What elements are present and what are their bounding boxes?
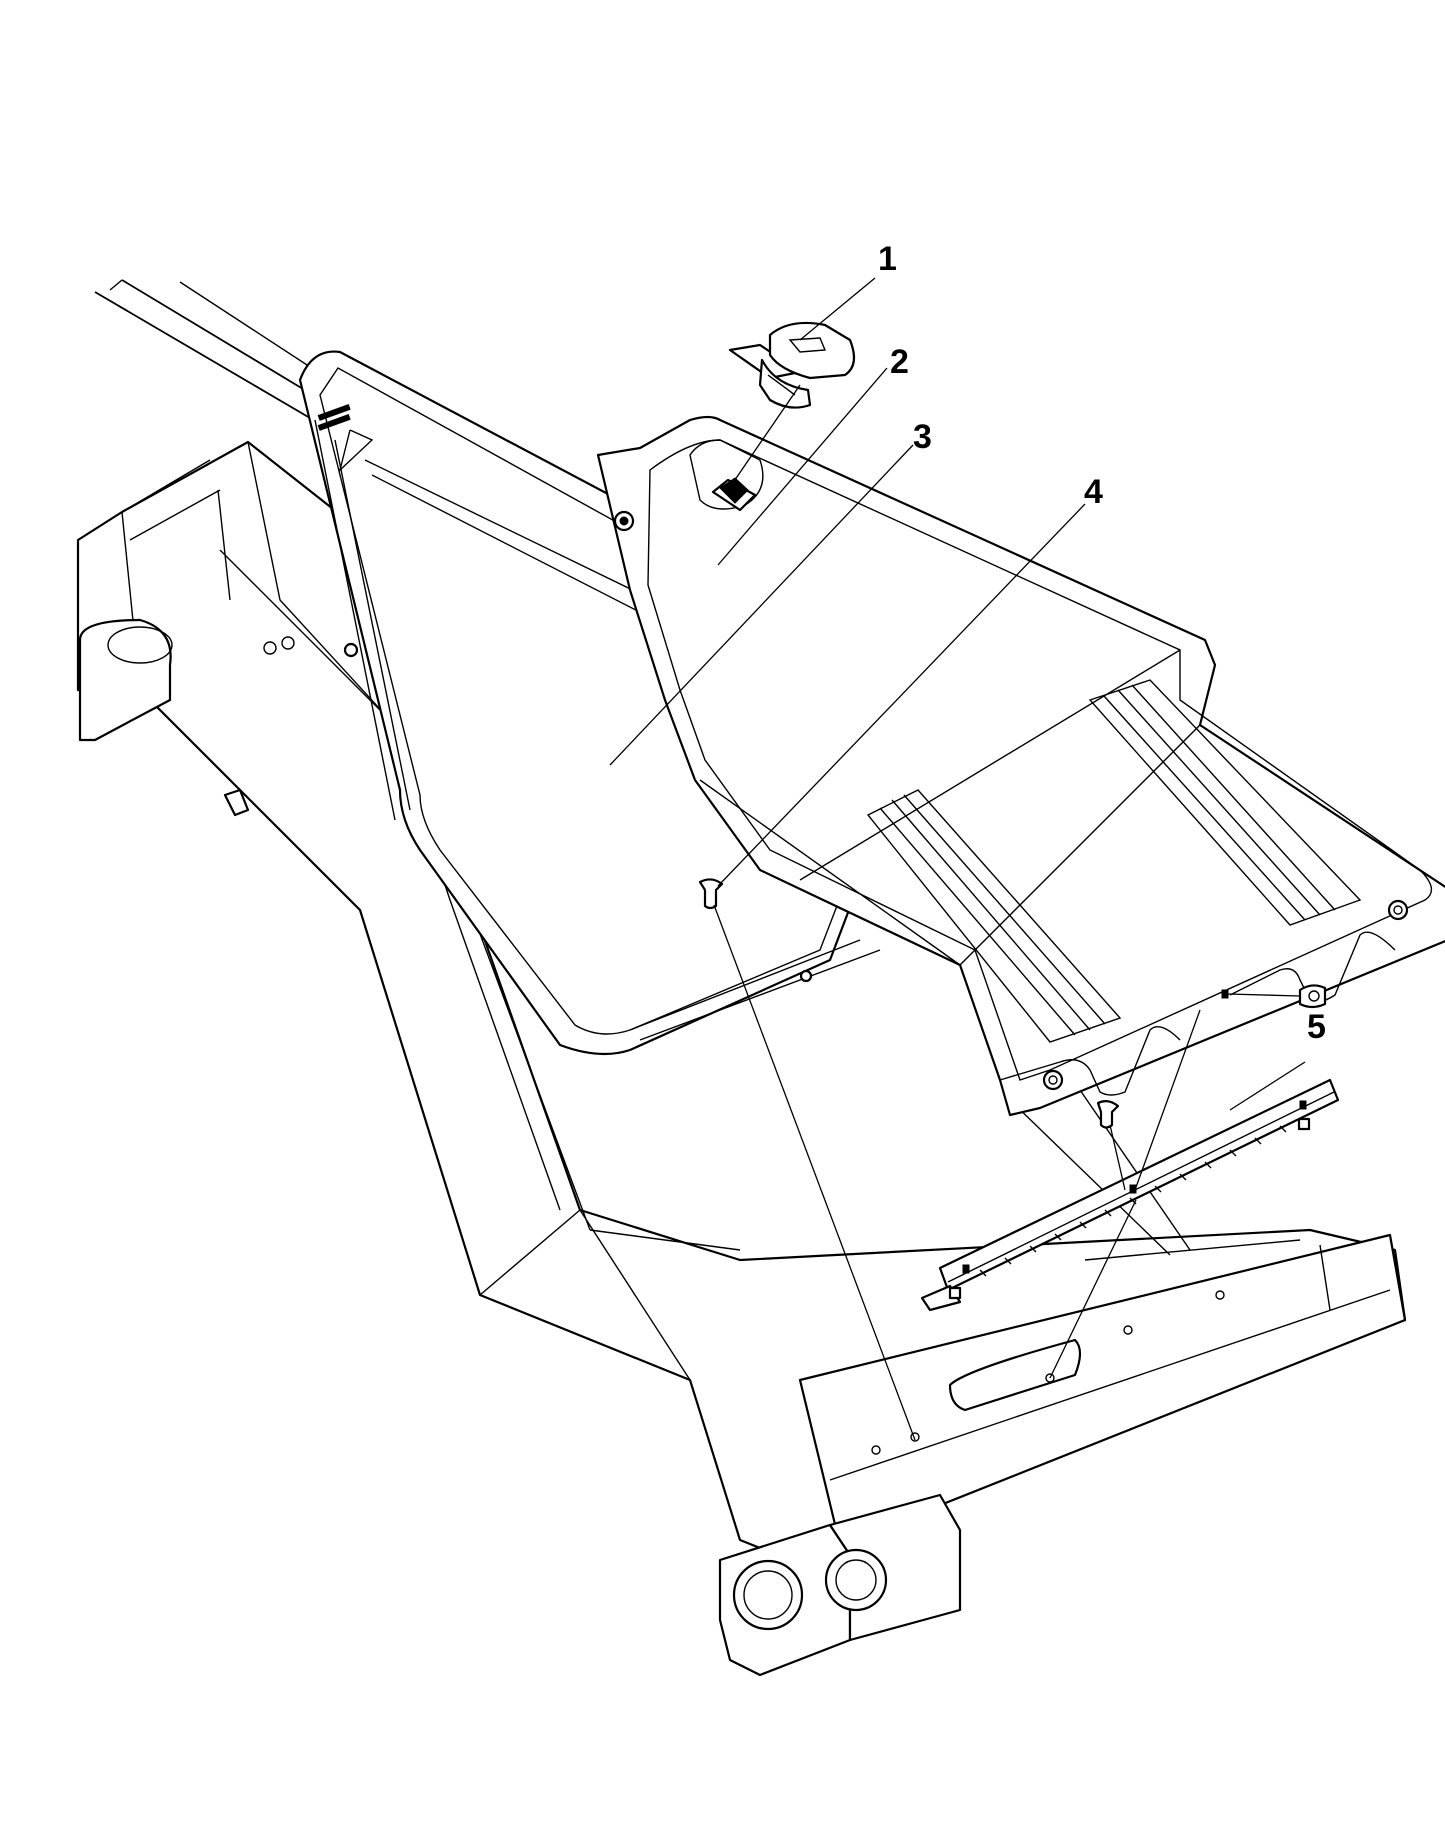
callout-5: 5 (1307, 1008, 1326, 1046)
callout-2: 2 (890, 343, 909, 381)
centerline-fastener-right (1109, 1124, 1126, 1191)
callout-1: 1 (878, 240, 897, 278)
leader-2 (717, 367, 888, 566)
leader-1 (799, 277, 876, 341)
strip-teeth (979, 1125, 1287, 1277)
callout-4: 4 (1084, 473, 1103, 511)
fastener-parts (698, 878, 1327, 1129)
callout-3: 3 (913, 418, 932, 456)
leader-4 (717, 503, 1086, 887)
center-spine-cover-part (596, 415, 1445, 1117)
leader-3 (609, 444, 914, 766)
cap-part (728, 321, 856, 409)
centerline-strip-right (1134, 1009, 1201, 1191)
upper-rails (94, 279, 331, 419)
centerline-bolt (1227, 993, 1301, 997)
mounting-strip-part (920, 1078, 1340, 1312)
leader-lines (609, 277, 1306, 1441)
centerline-strip-hole (1049, 1199, 1137, 1379)
leader-5 (1229, 1061, 1306, 1111)
leader-1-lower (727, 384, 801, 491)
centerline-fastener-left (713, 904, 916, 1441)
